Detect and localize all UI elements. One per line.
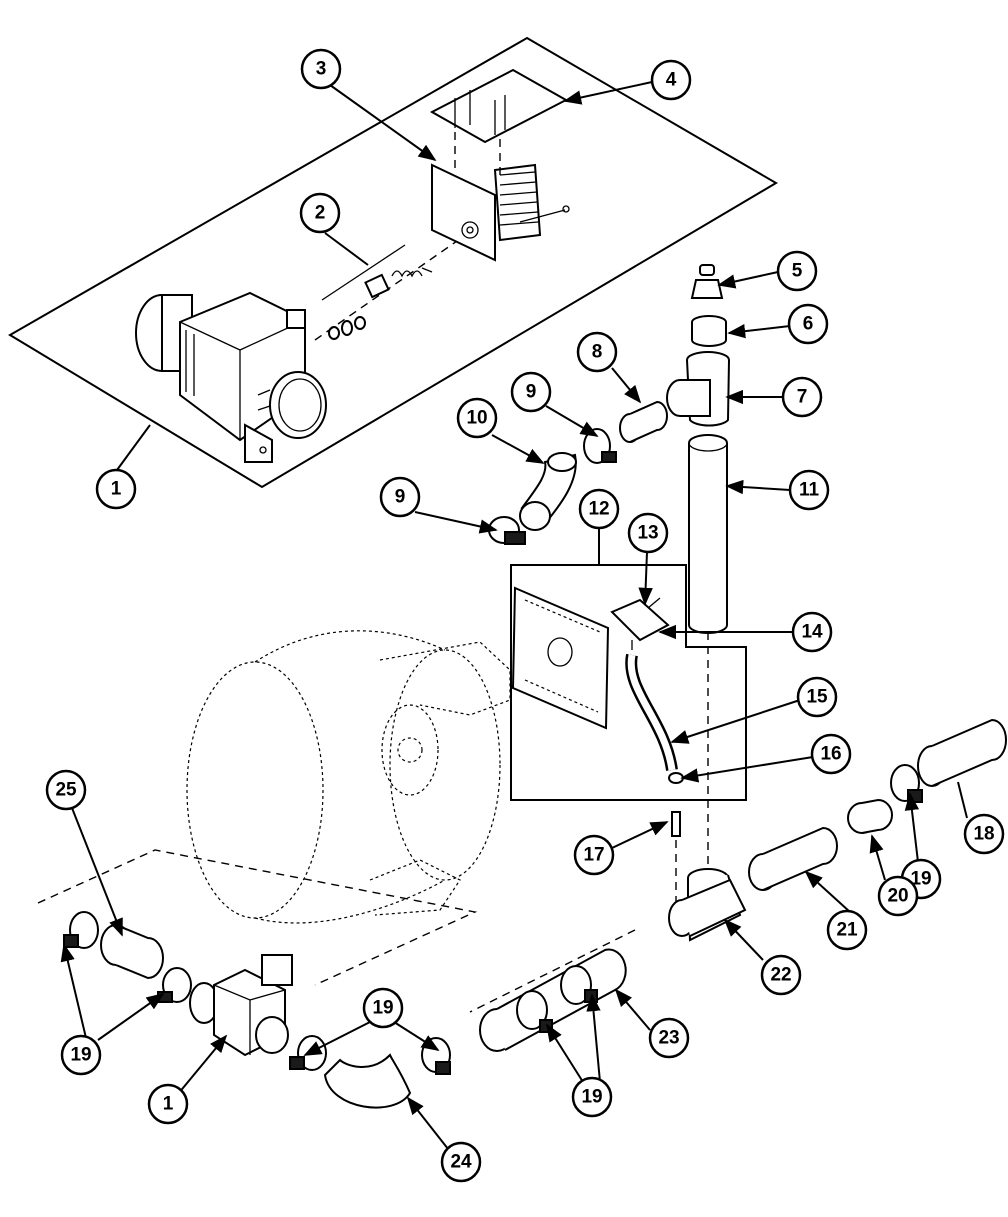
callout-label: 15 — [806, 687, 828, 708]
callout-label: 4 — [666, 70, 677, 91]
item-3-motor — [431, 115, 570, 262]
item-19-clamp-left-b — [157, 967, 192, 1003]
lower-guide — [37, 849, 636, 1013]
callout-label: 23 — [658, 1028, 679, 1049]
callout-label: 3 — [316, 59, 327, 80]
callout-19-middle: 19 — [362, 987, 404, 1029]
callout-label: 25 — [55, 780, 77, 801]
item-12-frame — [510, 564, 747, 801]
item-16-clip — [668, 772, 684, 784]
callout-22: 22 — [760, 954, 802, 996]
callout-19-bottom: 19 — [571, 1076, 613, 1118]
item-19-clamp-left-a — [63, 911, 99, 949]
callout-24: 24 — [440, 1141, 482, 1183]
callout-label: 7 — [797, 387, 808, 408]
callout-9-lower: 9 — [379, 476, 421, 518]
callout-8: 8 — [576, 331, 618, 373]
callout-4: 4 — [650, 59, 692, 101]
item-2-hardware — [314, 224, 481, 341]
callout-label: 6 — [803, 314, 814, 335]
callout-label: 1 — [163, 1094, 174, 1115]
callout-label: 17 — [583, 845, 604, 866]
callout-label: 9 — [526, 382, 537, 403]
callout-10: 10 — [456, 397, 498, 439]
callout-25: 25 — [45, 769, 87, 811]
callout-17: 17 — [573, 834, 615, 876]
callout-label: 20 — [887, 886, 908, 907]
item-21-tube — [748, 826, 838, 891]
callout-label: 19 — [910, 869, 931, 890]
callout-9-upper: 9 — [510, 371, 552, 413]
item-18-tube — [917, 718, 1007, 787]
callout-3: 3 — [300, 48, 342, 90]
callout-12: 12 — [578, 488, 620, 530]
callout-13: 13 — [627, 512, 669, 554]
callout-2: 2 — [299, 192, 341, 234]
callout-14: 14 — [791, 611, 833, 653]
callout-label: 11 — [799, 480, 820, 501]
callout-15: 15 — [796, 676, 838, 718]
item-22-tee — [668, 868, 747, 942]
callout-label: 1 — [111, 479, 122, 500]
callout-19-left: 19 — [60, 1034, 102, 1076]
callout-label: 19 — [581, 1087, 602, 1108]
item-25-sleeve — [100, 924, 164, 980]
callout-7: 7 — [781, 376, 823, 418]
item-11-pipe — [688, 434, 728, 870]
item-5-cap — [690, 264, 724, 299]
callout-label: 12 — [588, 499, 609, 520]
item-10-elbow — [519, 452, 577, 531]
callout-label: 5 — [792, 261, 803, 282]
callout-11: 11 — [788, 469, 830, 511]
burner-chamber-outline — [186, 630, 511, 924]
item-23-pipe — [479, 948, 627, 1052]
item-17-fitting — [671, 811, 681, 905]
blower-housing-upper — [135, 291, 327, 463]
callout-5: 5 — [776, 250, 818, 292]
callout-6: 6 — [787, 303, 829, 345]
callout-label: 14 — [801, 622, 823, 643]
callout-label: 19 — [372, 998, 393, 1019]
upper-assembly-panel — [8, 36, 778, 489]
callout-label: 19 — [70, 1045, 91, 1066]
callout-18: 18 — [963, 813, 1005, 855]
callout-label: 9 — [395, 487, 406, 508]
callout-1-lower: 1 — [147, 1083, 189, 1125]
callout-23: 23 — [648, 1017, 690, 1059]
blower-housing-lower — [189, 954, 293, 1057]
callout-label: 21 — [836, 920, 858, 941]
callout-label: 10 — [466, 408, 487, 429]
item-24-elbow — [323, 1053, 412, 1109]
callout-1-upper: 1 — [95, 468, 137, 510]
item-14-bracket — [610, 598, 670, 650]
callout-20: 20 — [877, 875, 919, 917]
callout-label: 8 — [592, 342, 603, 363]
callout-label: 18 — [973, 824, 994, 845]
callout-label: 22 — [770, 965, 791, 986]
item-9-clamp-upper — [583, 428, 617, 464]
callout-label: 16 — [820, 744, 841, 765]
callout-label: 13 — [637, 523, 658, 544]
item-8-sleeve — [619, 400, 668, 443]
callout-21: 21 — [826, 909, 868, 951]
callout-label: 24 — [450, 1152, 472, 1173]
item-6-bushing — [691, 315, 727, 347]
callout-label: 2 — [315, 203, 326, 224]
item-15-hose — [625, 653, 678, 772]
callout-16: 16 — [810, 733, 852, 775]
item-20-coupling — [847, 798, 893, 834]
item-13-screw — [647, 597, 661, 609]
item-7-tee — [666, 351, 730, 427]
leader-lines — [60, 81, 968, 1155]
